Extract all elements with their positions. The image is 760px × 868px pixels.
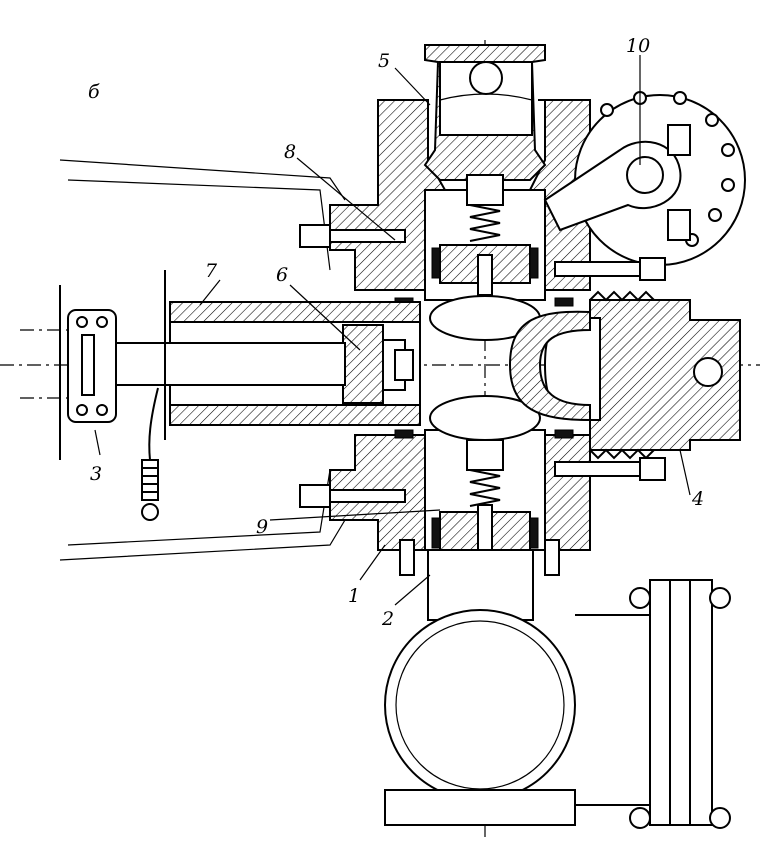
label-2: 2 <box>381 608 394 630</box>
label-4: 4 <box>691 488 704 510</box>
outlet-pipe <box>384 539 576 826</box>
part-labels: б 5 10 8 7 6 3 4 9 1 2 <box>88 35 704 630</box>
label-6: 6 <box>276 264 288 286</box>
lower-valve-assembly <box>431 439 539 551</box>
figure-letter: б <box>88 81 100 103</box>
label-7: 7 <box>205 260 218 282</box>
label-9: 9 <box>256 516 268 538</box>
label-3: 3 <box>90 463 102 485</box>
piston-rod <box>109 342 346 386</box>
label-10: 10 <box>626 35 650 57</box>
label-1: 1 <box>348 585 360 607</box>
leader-lines <box>94 55 691 606</box>
right-connector <box>508 290 741 460</box>
upper-valve-assembly <box>431 174 539 296</box>
top-plug <box>423 44 547 181</box>
lower-right-clamp <box>575 579 731 829</box>
cable-plug <box>141 387 159 521</box>
label-5: 5 <box>378 50 390 72</box>
label-8: 8 <box>284 141 296 163</box>
bolts <box>299 124 691 508</box>
left-end-fitting <box>59 270 166 460</box>
